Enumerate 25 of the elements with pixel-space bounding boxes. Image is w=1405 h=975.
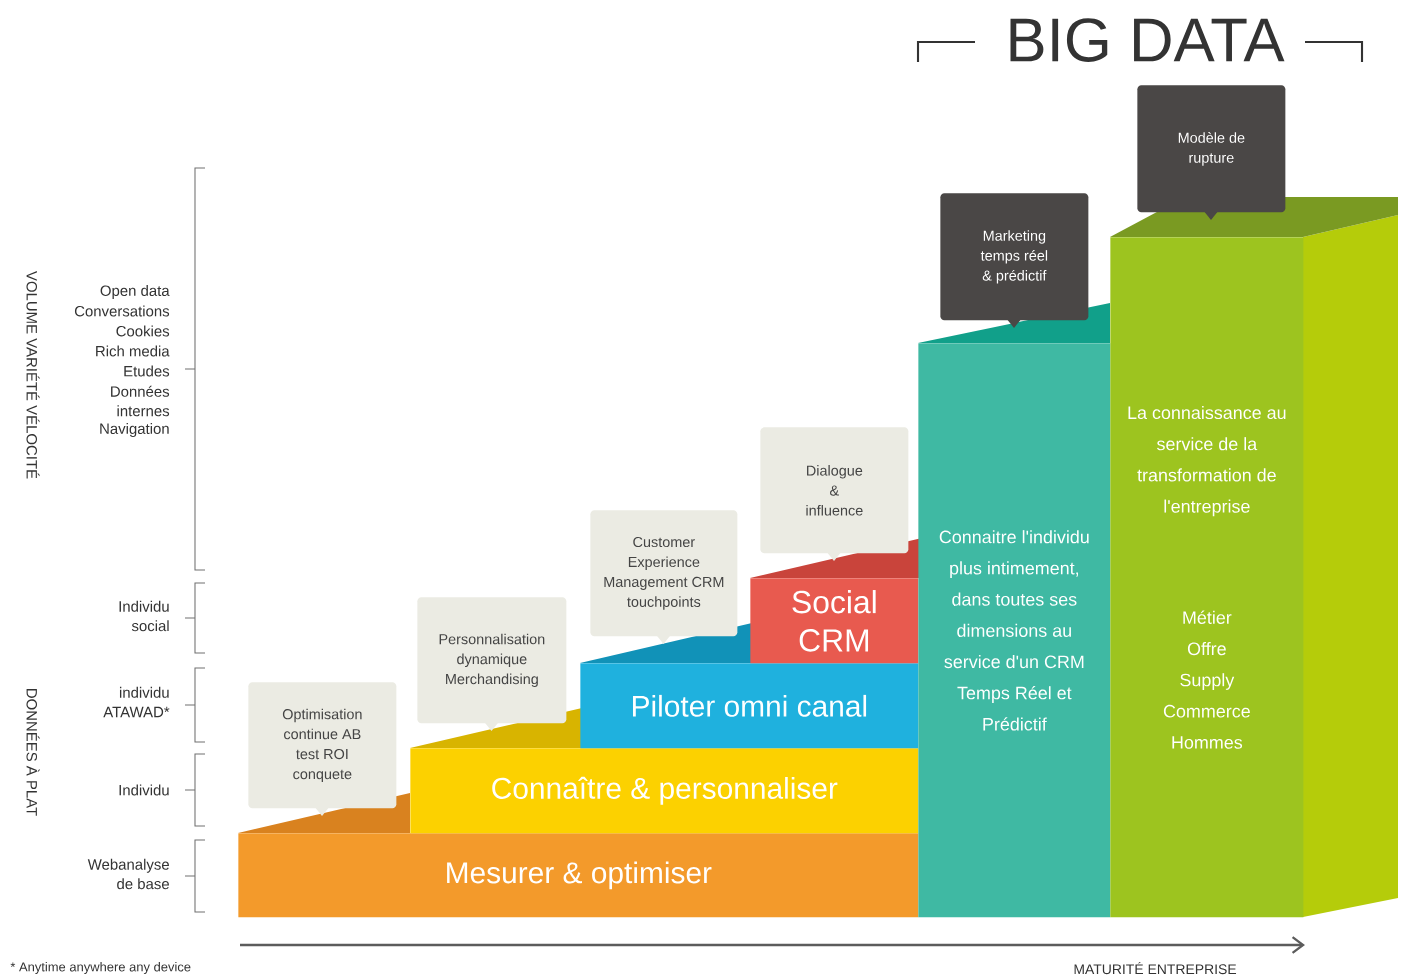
side-heading: VOLUME VARIÉTÉ VÉLOCITÉ (26, 271, 40, 479)
data-source-label: Open data (100, 285, 170, 299)
data-source-label: Navigation (100, 423, 169, 437)
data-source-label: Etudes (124, 365, 170, 377)
column-block: Connaitre l'individu plus intimement, dans toutes ses dimensions au service d'un CRM Temps Réel et Prédictif (918, 303, 1111, 918)
title: BIG DATA (1010, 18, 1285, 62)
footnote: * Anytime anywhere any device (10, 961, 191, 975)
speech-bubble: Modèle de rupture (1137, 85, 1286, 220)
step-block: Social CRM (750, 538, 922, 664)
data-source-label: individu ATAWAD* (103, 686, 170, 718)
speech-bubble: Personnalisation dynamique Merchandising (417, 597, 567, 731)
data-source-label: Individu social (119, 600, 169, 632)
data-source-label: Conversations (74, 305, 170, 317)
speech-bubble: Customer Experience Management CRM touchpoints (590, 510, 738, 644)
speech-bubble: Dialogue & influence (760, 427, 909, 561)
data-source-label: Webanalyse de base (87, 858, 169, 890)
speech-bubble: Marketing temps réel & prédictif (940, 193, 1089, 328)
data-source-label: Rich media (96, 345, 170, 357)
data-source-label: Données internes (111, 385, 170, 417)
data-source-label: Individu (119, 784, 169, 796)
speech-bubble: Optimisation continue AB test ROI conquete (248, 682, 397, 816)
axis-label: MATURITÉ ENTREPRISE (1074, 961, 1237, 975)
side-heading: DONNÉES À PLAT (26, 689, 40, 816)
data-source-label: Cookies (116, 325, 170, 337)
column-block: La connaissance au service de la transformation de l'entreprise Métier Offre Supply Commerce Hommes (1110, 197, 1398, 918)
